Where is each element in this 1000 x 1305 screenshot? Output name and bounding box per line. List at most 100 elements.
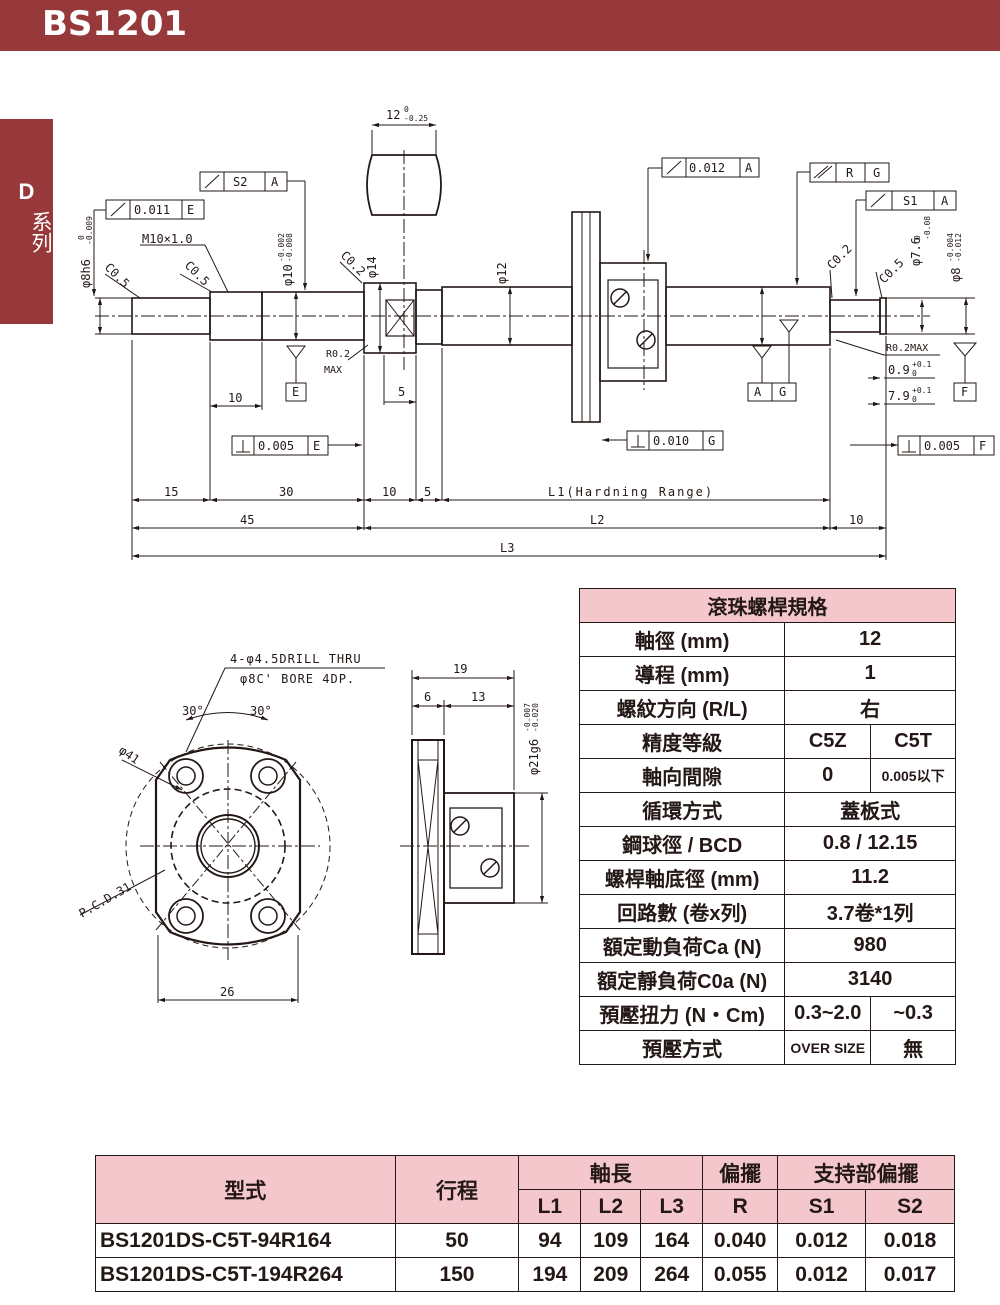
datum-f-label: F	[979, 439, 986, 453]
tol-s1: S1	[903, 194, 917, 208]
datum-a-label-2: A	[745, 161, 753, 175]
datum-a-box: A	[754, 385, 762, 399]
page-title: BS1201	[42, 4, 188, 44]
shaft-outline	[131, 211, 887, 423]
table-row: 預壓扭力 (N・Cm)0.3~2.0~0.3	[578, 996, 956, 1031]
datum-a-label: A	[271, 175, 279, 189]
dia-7-6-tol0: 0	[913, 235, 922, 240]
dia-14: φ14	[365, 256, 379, 278]
dia-10-tol2: -0.008	[285, 233, 294, 262]
dim-10-c: 10	[849, 513, 863, 527]
tol-0012: 0.012	[689, 161, 725, 175]
dim-5-b: 5	[424, 485, 431, 499]
tol-0011: 0.011	[134, 203, 170, 217]
col-s2: S2	[865, 1189, 955, 1224]
dim-l2: L2	[590, 513, 604, 527]
dim-6: 6	[424, 690, 431, 704]
r02-label: R0.2	[326, 349, 350, 360]
dia-12: φ12	[495, 262, 509, 284]
col-l2: L2	[580, 1189, 642, 1224]
dia-21g6: φ21g6	[527, 739, 541, 775]
width-12-tol: -0.25	[404, 114, 428, 123]
dim-45: 45	[240, 513, 254, 527]
datum-e-label: E	[187, 203, 194, 217]
dia-8h6: φ8h6	[79, 259, 93, 288]
dim-10-a: 10	[228, 391, 242, 405]
dim-10-b: 10	[382, 485, 396, 499]
dia-8h6-tol0: 0	[77, 235, 86, 240]
col-l3: L3	[640, 1189, 704, 1224]
col-stroke: 行程	[394, 1155, 520, 1224]
dim-5-a: 5	[398, 385, 405, 399]
chamfer-c05-c: C0.5	[876, 256, 906, 286]
col-support-runout: 支持部偏擺	[777, 1155, 955, 1190]
table-row: 導程 (mm)1	[578, 656, 956, 691]
series-word: 系列	[29, 211, 53, 253]
datum-g-box: G	[779, 385, 786, 399]
flange-front-view	[79, 667, 385, 1003]
table-row: 回路數 (卷x列)3.7卷*1列	[578, 894, 956, 929]
table-row: 循環方式蓋板式	[578, 792, 956, 827]
datum-g-label: G	[873, 166, 880, 180]
table-row: 額定動負荷Ca (N)980	[578, 928, 956, 963]
dia-7-6-tol: -0.08	[923, 216, 932, 240]
tol-s2: S2	[233, 175, 247, 189]
dia-21g6-tol1: -0.007	[523, 703, 532, 732]
table-row: 螺桿軸底徑 (mm)11.2	[578, 860, 956, 895]
dim-30: 30	[279, 485, 293, 499]
datum-g-label-2: G	[708, 434, 715, 448]
spec-table-title: 滾珠螺桿規格	[579, 588, 956, 623]
table-row: BS1201DS-C5T-194R264 150 194 209 264 0.0…	[95, 1257, 955, 1292]
dia-7-6: φ7.6	[909, 237, 923, 266]
col-model: 型式	[95, 1155, 396, 1224]
dim-0-9: 0.9	[888, 363, 910, 377]
dim-19: 19	[453, 662, 467, 676]
dia-10: φ10	[281, 264, 295, 286]
dia-8-right-tol2: -0.012	[954, 233, 963, 262]
angle-30-b: 30°	[250, 704, 272, 718]
dim-0-9-tol: +0.1	[912, 360, 931, 369]
table-row: BS1201DS-C5T-94R164 50 94 109 164 0.040 …	[95, 1223, 955, 1258]
col-shaft-length: 軸長	[518, 1155, 704, 1190]
dim-15: 15	[164, 485, 178, 499]
max-label: MAX	[324, 365, 342, 376]
model-table: 型式 行程 軸長 偏擺 支持部偏擺 L1 L2 L3 R S1 S2 BS120…	[95, 1155, 955, 1292]
bore-note: φ8C' BORE 4DP.	[240, 672, 355, 686]
r02max-label: R0.2MAX	[886, 343, 928, 354]
col-runout: 偏擺	[702, 1155, 779, 1190]
dia-8-right: φ8	[949, 268, 963, 282]
table-row: 額定靜負荷C0a (N)3140	[578, 962, 956, 997]
dim-26: 26	[220, 985, 234, 999]
flange-side-view	[400, 670, 548, 955]
dim-13: 13	[471, 690, 485, 704]
spec-table: 滾珠螺桿規格 軸徑 (mm)12 導程 (mm)1 螺紋方向 (R/L)右 精度…	[578, 588, 956, 1065]
dim-l1: L1(Hardning Range)	[548, 485, 714, 499]
dia-41: φ41	[116, 743, 142, 767]
dim-0-9-tol0: 0	[912, 369, 917, 378]
dim-7-9: 7.9	[888, 389, 910, 403]
chamfer-c02-b: C0.2	[824, 242, 854, 272]
header-bar: BS1201	[0, 0, 1000, 51]
dim-7-9-tol: +0.1	[912, 386, 931, 395]
tol-r: R	[846, 166, 854, 180]
tol-0010-g: 0.010	[653, 434, 689, 448]
angle-30-a: 30°	[182, 704, 204, 718]
dim-l3: L3	[500, 541, 514, 555]
drill-note: 4-φ4.5DRILL THRU	[230, 652, 362, 666]
dia-10-tol1: -0.002	[277, 233, 286, 262]
col-s1: S1	[777, 1189, 867, 1224]
table-row: 軸徑 (mm)12	[578, 622, 956, 657]
dia-8-right-tol1: -0.004	[946, 233, 955, 262]
dim-7-9-tol0: 0	[912, 395, 917, 404]
tol-0005-f: 0.005	[924, 439, 960, 453]
width-12-tol0: 0	[404, 105, 409, 114]
series-side-tab: D 系列	[0, 119, 53, 324]
table-row: 螺紋方向 (R/L)右	[578, 690, 956, 725]
pcd-31: P.C.D.31	[77, 880, 134, 921]
datum-e-label-2: E	[313, 439, 320, 453]
